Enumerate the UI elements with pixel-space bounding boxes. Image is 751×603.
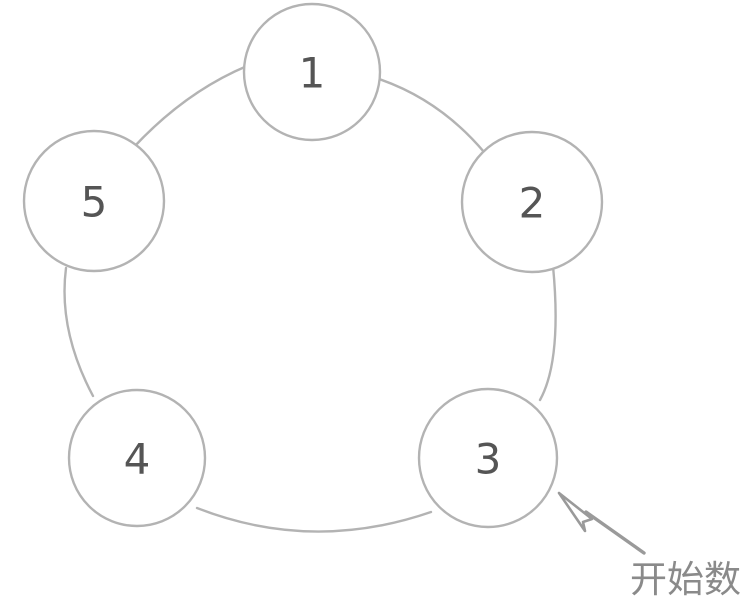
edge-node5-node1 (131, 64, 249, 150)
node-4-circle[interactable] (67, 388, 207, 528)
start-pointer-arrow (557, 491, 646, 555)
arrow-shaft-line (584, 510, 646, 555)
node-2-circle[interactable] (460, 130, 604, 274)
edge-node1-node2 (377, 77, 486, 154)
node-2[interactable]: 2 (460, 130, 604, 274)
node-5[interactable]: 5 (22, 129, 166, 273)
node-1[interactable]: 1 (242, 2, 382, 142)
node-3-circle[interactable] (417, 387, 559, 529)
start-count-annotation: 开始数 (630, 558, 741, 601)
node-3[interactable]: 3 (417, 387, 559, 529)
node-2-label: 2 (519, 179, 546, 228)
node-1-circle[interactable] (242, 2, 382, 142)
node-4-label: 4 (124, 435, 151, 484)
arrow-head-icon (557, 491, 594, 533)
node-1-label: 1 (299, 49, 326, 98)
edge-node2-node3 (538, 264, 557, 402)
node-3-label: 3 (475, 435, 502, 484)
node-4[interactable]: 4 (67, 388, 207, 528)
edge-group (63, 64, 557, 533)
node-5-circle[interactable] (22, 129, 166, 273)
edge-node3-node4 (195, 506, 433, 533)
edge-node4-node5 (63, 266, 95, 398)
node-5-label: 5 (81, 178, 108, 227)
